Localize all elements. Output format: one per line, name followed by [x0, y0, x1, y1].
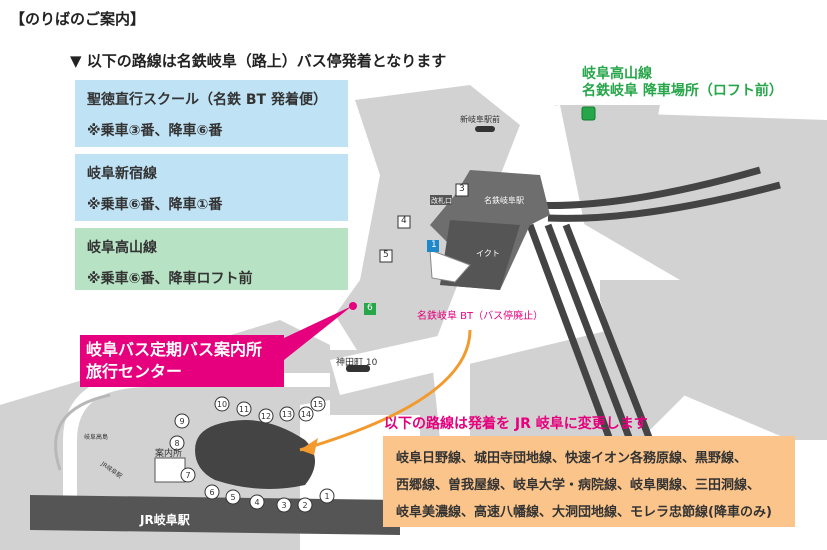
transfer-arrow-head — [300, 438, 318, 455]
jr-stop-12-number: 12 — [261, 412, 271, 421]
changed-lines-box: 岐阜日野線、城田寺団地線、快速イオン各務原線、黒野線、 西郷線、曽我屋線、岐阜大… — [383, 436, 795, 527]
annaijo-label: 案内所 — [155, 449, 183, 459]
jr-stop-2-number: 2 — [302, 501, 307, 510]
jr-rotary — [195, 420, 315, 489]
subtitle: ▼ 以下の路線は名鉄岐阜（路上）バス停発着となります — [70, 52, 447, 70]
kandamachi-label: 神田町 10 — [336, 358, 378, 368]
route-note: ※乗車⑥番、降車ロフト前 — [87, 271, 253, 287]
jr-stop-6-number: 6 — [209, 488, 214, 497]
jr-stop-15-circle — [310, 396, 326, 412]
route-name: 聖徳直行スクール（名鉄 BT 発着便） — [87, 92, 327, 108]
stop-6-number: 6 — [367, 303, 373, 313]
route-box-takayama: 岐阜高山線 ※乗車⑥番、降車ロフト前 — [75, 228, 348, 290]
jr-stop-2-circle — [297, 497, 313, 513]
route-name: 岐阜高山線 — [87, 240, 157, 256]
stop-3-number: 3 — [459, 184, 465, 194]
meitetsu-station-label: 名鉄岐阜駅 — [484, 196, 524, 205]
jr-stop-5-number: 5 — [230, 493, 235, 502]
meitetsu-bt-label: 名鉄岐阜 BT（バス停廃止） — [417, 311, 544, 322]
jr-stop-3-circle — [276, 497, 292, 513]
info-center-line1: 岐阜バス定期バス案内所 — [86, 340, 263, 359]
jr-stop-1-circle — [319, 488, 335, 504]
jr-stop-4-number: 4 — [254, 498, 259, 507]
change-notice: 以下の路線は発着を JR 岐阜に変更します — [384, 416, 648, 432]
kaisatsu-label: 改札口 — [431, 197, 452, 205]
meitetsu-stop-markers — [364, 183, 469, 315]
rail-lines — [526, 166, 781, 442]
takayama-drop-marker — [581, 106, 596, 121]
info-center-pointer — [284, 306, 352, 360]
route-note: ※乗車③番、降車⑥番 — [87, 123, 223, 139]
route-name: 岐阜新宿線 — [87, 166, 157, 182]
stop-3-icon — [455, 183, 469, 197]
jr-stop-10-circle — [214, 396, 230, 412]
stop-4-number: 4 — [401, 216, 407, 226]
transfer-arrow-line — [299, 329, 472, 452]
takayama-drop-label: 岐阜高山線 名鉄岐阜 降車場所（ロフト前） — [582, 66, 783, 100]
route-box-shinjuku: 岐阜新宿線 ※乗車⑥番、降車①番 — [75, 154, 348, 221]
stop-5-icon — [379, 249, 393, 263]
meitetsu-bt-area — [429, 249, 471, 283]
jr-stop-14-circle — [298, 406, 314, 422]
jr-stop-1-number: 1 — [324, 492, 329, 501]
jr-stop-9-circle — [174, 413, 190, 429]
route-box-shotoku: 聖徳直行スクール（名鉄 BT 発着便） ※乗車③番、降車⑥番 — [75, 80, 348, 147]
jr-stop-12-circle — [258, 408, 274, 424]
stop-1-number: 1 — [431, 240, 437, 250]
jr-stop-14-number: 14 — [301, 410, 311, 419]
jr-stop-11-circle — [236, 401, 252, 417]
annaijo-building — [154, 457, 186, 483]
jr-stop-8-circle — [169, 435, 185, 451]
stop-6-icon — [364, 303, 376, 315]
jr-stop-3-number: 3 — [281, 501, 286, 510]
shin-gifu-bus-icon — [475, 126, 495, 132]
jr-station-label: JR岐阜駅 — [140, 513, 190, 527]
takayama-line1: 岐阜高山線 — [582, 66, 652, 82]
shin-gifu-label: 新岐阜駅前 — [460, 115, 500, 124]
jr-stop-9-number: 9 — [179, 417, 184, 426]
kandamachi-bus-icon — [346, 365, 370, 372]
jr-stop-7-circle — [180, 467, 196, 483]
route-note: ※乗車⑥番、降車①番 — [87, 197, 223, 213]
road-areas — [0, 85, 827, 550]
jr-stop-13-number: 13 — [282, 410, 292, 419]
jr-stop-6-circle — [204, 484, 220, 500]
info-center-line2: 旅行センター — [86, 362, 183, 381]
info-center-box: 岐阜バス定期バス案内所 旅行センター — [80, 335, 284, 387]
jr-stop-8-number: 8 — [174, 439, 179, 448]
jr-stop-4-circle — [249, 494, 265, 510]
info-center-dot — [349, 302, 357, 310]
jr-stop-11-number: 11 — [239, 405, 249, 414]
jr-stop-13-circle — [279, 406, 295, 422]
kaisatsu-box — [430, 195, 452, 205]
page-title: 【のりばのご案内】 — [10, 10, 146, 28]
jr-station-bar — [30, 495, 400, 535]
jr-stop-7-number: 7 — [185, 471, 190, 480]
stop-4-icon — [397, 215, 411, 229]
changed-line-1: 岐阜日野線、城田寺団地線、快速イオン各務原線、黒野線、 — [396, 451, 748, 466]
takayama-line2: 名鉄岐阜 降車場所（ロフト前） — [582, 83, 783, 99]
jr-stop-5-circle — [225, 489, 241, 505]
changed-line-3: 岐阜美濃線、高速八幡線、大洞団地線、モレラ忠節線(降車のみ) — [396, 505, 772, 520]
stop-1-icon — [427, 240, 439, 252]
jr-stop-10-number: 10 — [217, 400, 227, 409]
changed-line-2: 西郷線、曽我屋線、岐阜大学・病院線、岐阜関線、三田洞線、 — [396, 478, 761, 493]
small-left-label-1: 岐阜高島 — [84, 434, 109, 441]
jr-loop-line — [54, 393, 111, 471]
ikuto-label: イクト — [476, 249, 500, 258]
jr-stop-15-number: 15 — [313, 400, 323, 409]
stop-5-number: 5 — [383, 250, 389, 260]
